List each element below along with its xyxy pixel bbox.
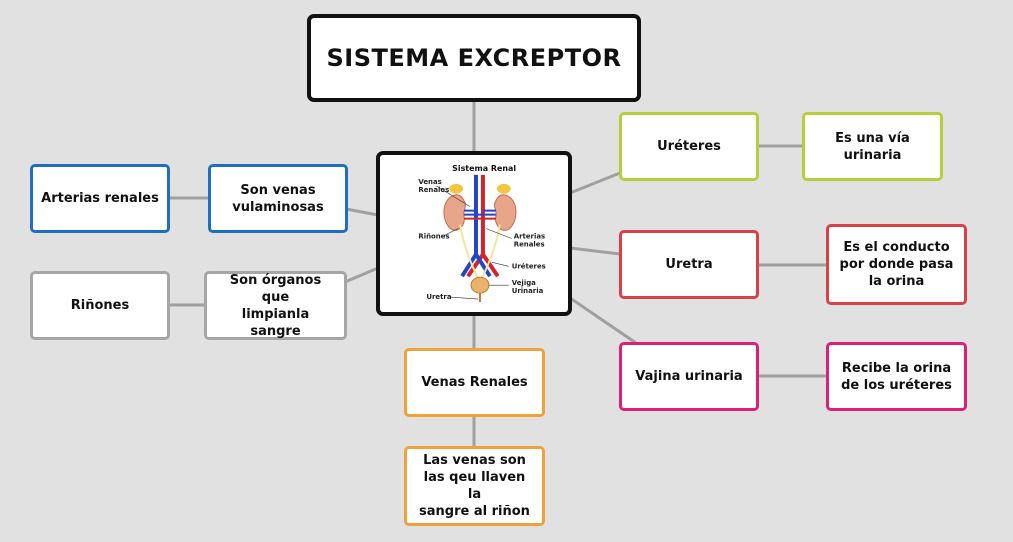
label-arterias-renales: Renales [514,240,545,248]
left-adrenal-gland-shape [449,183,464,194]
bladder-shape [470,276,490,294]
detail-uretra: Es el conducto por donde pasa la orina [826,224,967,305]
label-vejiga-urinaria: Urinaria [512,287,544,295]
label-rinones: Riñones [418,232,449,240]
label-uretra: Uretra [426,293,451,301]
topic-rinones: Riñones [30,271,170,340]
renal-veins-shape [464,209,496,216]
detail-rinones: Son órganos que limpianla sangre [204,271,347,340]
detail-arterias-renales: Son venas vulaminosas [208,164,348,233]
label-venas-renales: Renales [418,186,449,194]
link-center-ureteres [569,171,621,195]
label-arterias: Arterias [514,232,545,240]
link-center-vajina [569,296,637,345]
topic-vajina-urinaria: Vajina urinaria [619,342,759,411]
link-center-arterias [345,207,379,217]
topic-arterias-renales: Arterias renales [30,164,170,233]
detail-vajina-urinaria: Recibe la orina de los uréteres [826,342,967,411]
label-venas: Venas [418,178,441,186]
left-kidney-shape [443,194,466,231]
right-adrenal-gland-shape [496,183,511,194]
kidney-diagram-image: Sistema Renal [418,164,546,303]
renal-system-illustration: Sistema Renal [376,151,572,316]
map-title: SISTEMA EXCREPTOR [307,14,641,102]
right-kidney-shape [493,194,517,231]
topic-venas-renales: Venas Renales [404,348,545,417]
label-vejiga: Vejiga [512,279,536,287]
link-center-rinones [344,266,379,284]
label-ureteres: Uréteres [512,262,546,270]
topic-ureteres: Uréteres [619,112,759,181]
detail-venas-renales: Las venas son las qeu llaven la sangre a… [404,446,545,526]
image-title: Sistema Renal [452,164,516,173]
detail-ureteres: Es una vía urinaria [802,112,943,181]
topic-uretra: Uretra [619,230,759,299]
link-center-uretra [569,246,621,256]
